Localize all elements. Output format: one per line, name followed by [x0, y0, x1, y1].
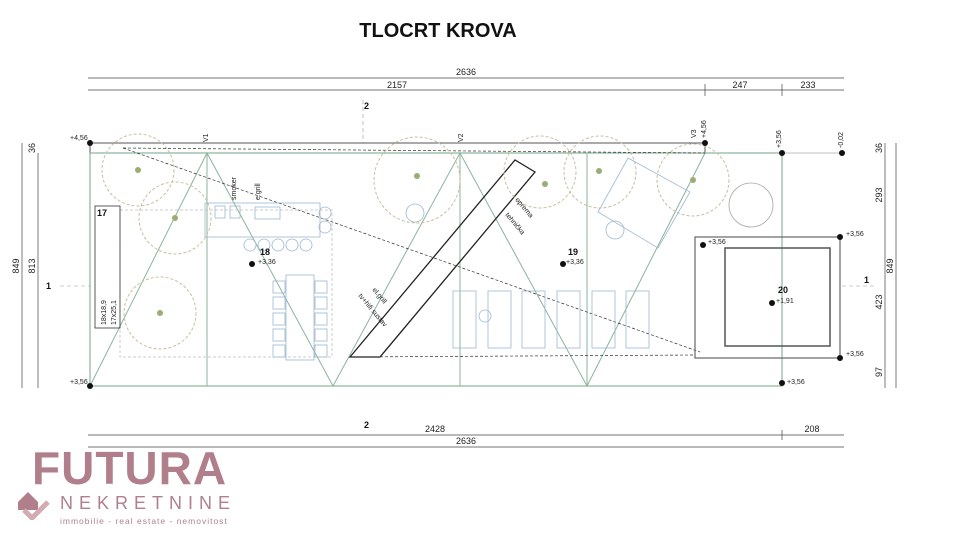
section-marks: 2 2 1 1 [46, 100, 874, 430]
level-label: +3,56 [846, 231, 864, 238]
section-mark-2-bottom: 2 [364, 420, 369, 430]
level-label: +3,56 [787, 379, 805, 386]
dim-top-total: 2636 [456, 67, 476, 77]
section-mark-2-top: 2 [364, 101, 369, 111]
dimension-lines [21, 77, 897, 448]
level-label: +3,56 [776, 130, 783, 148]
dim-bottom-total: 2636 [456, 436, 476, 446]
axis-label: V2 [458, 133, 465, 142]
building-outline [89, 142, 842, 388]
room-labels: 18 +3,36 19 +3,36 20 +1,91 [258, 247, 794, 305]
level-markers [87, 140, 845, 389]
dim-left-inner: 813 [27, 258, 37, 273]
room-17-stair: 17 18x18,9 17x25,1 [94, 205, 121, 329]
room-number: 17 [97, 208, 107, 218]
logo-subtitle: NEKRETNINE [60, 493, 237, 513]
axis-label: V1 [203, 133, 210, 142]
room-number: 20 [778, 285, 788, 295]
stair-note: 17x25,1 [111, 300, 118, 325]
level-label: +4,56 [701, 120, 708, 138]
level-label: +4,56 [70, 135, 88, 142]
room-level: +1,91 [776, 298, 794, 305]
room-level: +3,36 [258, 259, 276, 266]
page-title: TLOCRT KROVA [359, 20, 517, 42]
level-label: +3,56 [846, 351, 864, 358]
dim-top-segment: 233 [800, 80, 815, 90]
dim-right-segment: 97 [874, 367, 884, 377]
room-number: 19 [568, 247, 578, 257]
level-label: +3,56 [70, 379, 88, 386]
dim-right-segment: 36 [874, 143, 884, 153]
room-level: +3,36 [566, 259, 584, 266]
logo-name: FUTURA [32, 442, 228, 494]
level-labels: +4,56 +3,56 +4,56 +3,56 -0,02 +3,56 +3,5… [70, 120, 864, 386]
furniture [204, 157, 774, 361]
dim-top-segment: 2157 [387, 80, 407, 90]
tree-canopies [101, 133, 730, 350]
dim-right-segment: 423 [874, 294, 884, 309]
fixture-label: smoker [231, 176, 238, 200]
section-mark-1-right: 1 [864, 275, 869, 285]
section-mark-1-left: 1 [46, 281, 51, 291]
dim-right-total: 849 [885, 258, 895, 273]
level-label: +3,56 [708, 239, 726, 246]
dim-right-segment: 293 [874, 187, 884, 202]
stair-note: 18x18,9 [101, 300, 108, 325]
house-check-icon [18, 492, 50, 520]
dim-bottom-segment: 2428 [425, 424, 445, 434]
logo-tagline: immobilie - real estate - nemovitost [60, 516, 228, 526]
fixture-labels: smoker e.grill oprema tehnička el.grill … [231, 176, 534, 328]
dim-left-top: 36 [27, 143, 37, 153]
level-label: -0,02 [838, 132, 845, 148]
fixture-label: tehnička [503, 212, 525, 237]
fixture-label: oprema [513, 197, 534, 220]
fixture-label: e.grill [255, 183, 262, 200]
axis-label: V3 [691, 129, 698, 138]
company-logo: FUTURA NEKRETNINE immobilie - real estat… [14, 442, 264, 530]
tree-trunks [135, 167, 696, 316]
dim-top-segment: 247 [732, 80, 747, 90]
room-number: 18 [260, 247, 270, 257]
dimension-labels: 2636 2157 247 233 2428 208 2636 849 813 … [11, 67, 895, 446]
dim-left-outer: 849 [11, 258, 21, 273]
dim-bottom-segment: 208 [804, 424, 819, 434]
